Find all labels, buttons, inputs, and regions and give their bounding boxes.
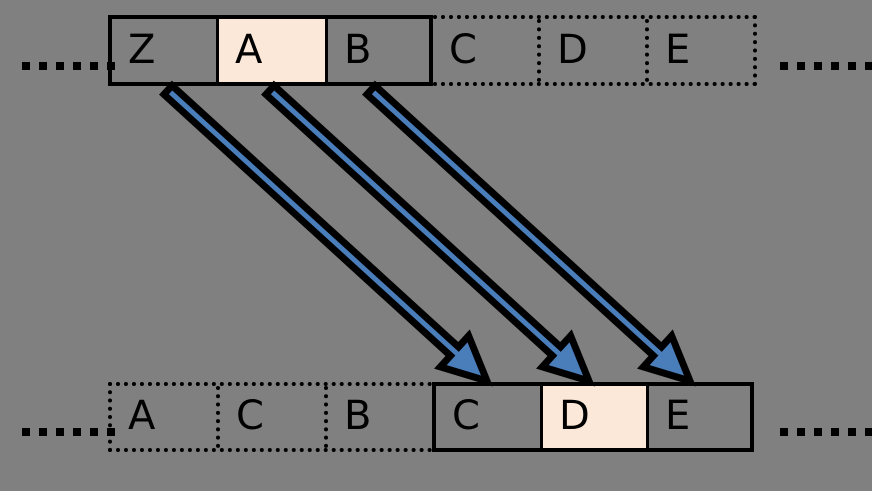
ellipsis-dot xyxy=(73,428,81,436)
source-dotted-group: C D E xyxy=(433,15,757,86)
destination-cell-3[interactable]: C xyxy=(436,386,540,448)
ellipsis-dot xyxy=(22,62,30,70)
ellipsis-dot xyxy=(865,62,872,70)
destination-cell-5-label: E xyxy=(665,393,691,439)
destination-cell-1[interactable]: C xyxy=(216,386,324,448)
destination-cell-0-label: A xyxy=(128,393,156,439)
ellipsis-dot xyxy=(56,428,64,436)
ellipsis-dot xyxy=(22,428,30,436)
source-cell-2-label: B xyxy=(344,26,372,73)
ellipsis-dot xyxy=(56,62,64,70)
ellipsis-dot xyxy=(90,62,98,70)
source-cell-0-label: Z xyxy=(128,26,156,73)
ellipsis-dot xyxy=(848,62,856,70)
ellipsis-dot xyxy=(39,62,47,70)
ellipsis-dot xyxy=(73,62,81,70)
ellipsis-dot xyxy=(831,428,839,436)
top-left-ellipsis xyxy=(22,62,115,70)
destination-cell-3-label: C xyxy=(452,393,480,439)
source-cell-1[interactable]: A xyxy=(216,19,325,82)
bottom-left-ellipsis xyxy=(22,428,115,436)
destination-cell-1-label: C xyxy=(236,393,264,439)
arrow-z-to-c xyxy=(159,80,494,387)
ellipsis-dot xyxy=(39,428,47,436)
ellipsis-dot xyxy=(831,62,839,70)
source-cell-5[interactable]: E xyxy=(645,19,753,82)
source-cell-5-label: E xyxy=(665,26,691,73)
ellipsis-dot xyxy=(780,428,788,436)
destination-cell-5[interactable]: E xyxy=(646,386,750,448)
destination-cell-4-label: D xyxy=(559,393,590,439)
destination-array-row: A C B C D E xyxy=(108,382,754,452)
source-array-row: Z A B C D E xyxy=(108,15,757,86)
ellipsis-dot xyxy=(797,428,805,436)
top-right-ellipsis xyxy=(780,62,872,70)
ellipsis-dot xyxy=(797,62,805,70)
ellipsis-dot xyxy=(865,428,872,436)
source-cell-4[interactable]: D xyxy=(537,19,645,82)
bottom-right-ellipsis xyxy=(780,428,872,436)
source-cell-4-label: D xyxy=(557,26,588,73)
source-cell-3[interactable]: C xyxy=(433,19,537,82)
ellipsis-dot xyxy=(848,428,856,436)
ellipsis-dot xyxy=(814,62,822,70)
destination-dotted-group: A C B xyxy=(108,382,432,452)
destination-cell-2-label: B xyxy=(344,393,372,439)
source-cell-0[interactable]: Z xyxy=(112,19,216,82)
arrow-a-to-d xyxy=(261,80,596,387)
source-solid-group: Z A B xyxy=(108,15,433,86)
arrow-b-to-e xyxy=(362,80,697,387)
source-cell-3-label: C xyxy=(449,26,477,73)
ellipsis-dot xyxy=(814,428,822,436)
destination-solid-group: C D E xyxy=(432,382,754,452)
source-cell-1-label: A xyxy=(235,26,263,73)
destination-cell-0[interactable]: A xyxy=(112,386,216,448)
destination-cell-4[interactable]: D xyxy=(540,386,646,448)
ellipsis-dot xyxy=(90,428,98,436)
source-cell-2[interactable]: B xyxy=(325,19,429,82)
ellipsis-dot xyxy=(780,62,788,70)
destination-cell-2[interactable]: B xyxy=(324,386,432,448)
